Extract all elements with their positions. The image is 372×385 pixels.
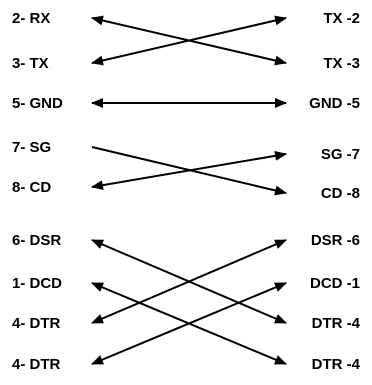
connection-arrow-left-2-to-right-1 xyxy=(91,15,287,66)
left-pin-label: 3- TX xyxy=(12,55,49,72)
left-pin-label: 7- SG xyxy=(12,139,52,156)
left-pin-label: 1- DCD xyxy=(12,275,63,292)
left-pin-label: 4- DTR xyxy=(12,315,61,332)
connection-arrow-left-5-to-right-4 xyxy=(91,150,287,191)
left-pin-label: 4- DTR xyxy=(12,356,61,373)
right-pin-label: SG -7 xyxy=(320,146,360,163)
left-pin-label: 5- GND xyxy=(12,95,63,112)
right-pin-label: DTR -4 xyxy=(311,315,360,332)
right-pin-label: TX -3 xyxy=(323,55,360,72)
right-pin-label: GND -5 xyxy=(309,95,360,112)
right-pin-label: DSR -6 xyxy=(310,232,360,249)
left-pin-label: 6- DSR xyxy=(12,232,62,249)
right-pin-label: CD -8 xyxy=(320,185,360,202)
connection-arrow-left-9-to-right-7 xyxy=(91,282,287,365)
right-pin-label: DTR -4 xyxy=(311,356,360,373)
left-pin-label: 8- CD xyxy=(12,179,52,196)
left-pin-label: 2- RX xyxy=(12,10,51,27)
right-pin-label: TX -2 xyxy=(323,10,360,27)
right-pin-label: DCD -1 xyxy=(309,275,360,292)
wire-group xyxy=(91,15,287,365)
